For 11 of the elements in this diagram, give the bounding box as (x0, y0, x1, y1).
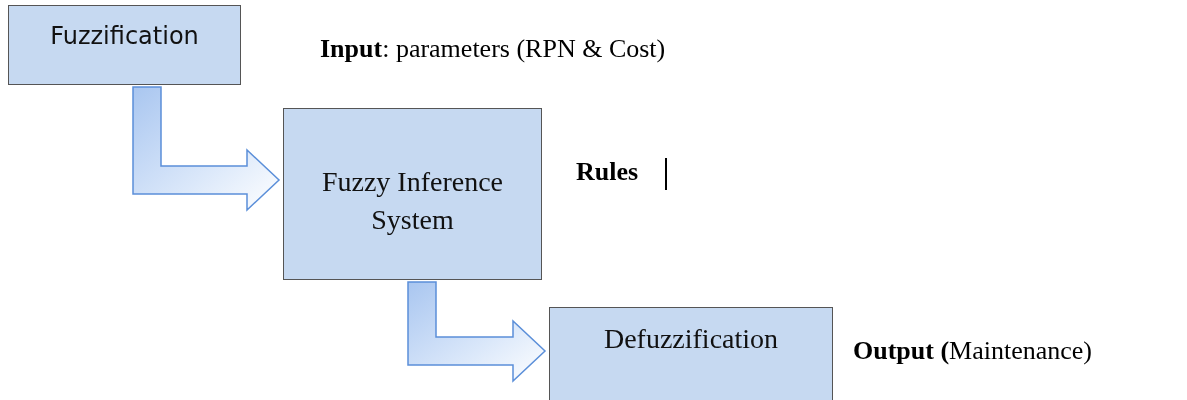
block-arrow (407, 281, 547, 383)
note-text: Input: parameters (RPN & Cost) (320, 34, 666, 64)
process-box (549, 307, 833, 400)
process-box (283, 108, 542, 280)
process-box (8, 5, 241, 85)
box-label: Fuzzification (50, 21, 199, 52)
box-label: Fuzzy Inference System (320, 165, 505, 237)
block-arrow (132, 86, 281, 212)
note-text: Output (Maintenance) (853, 336, 1092, 366)
box-label: Defuzzification (603, 322, 779, 356)
note-text: Rules (576, 157, 639, 187)
